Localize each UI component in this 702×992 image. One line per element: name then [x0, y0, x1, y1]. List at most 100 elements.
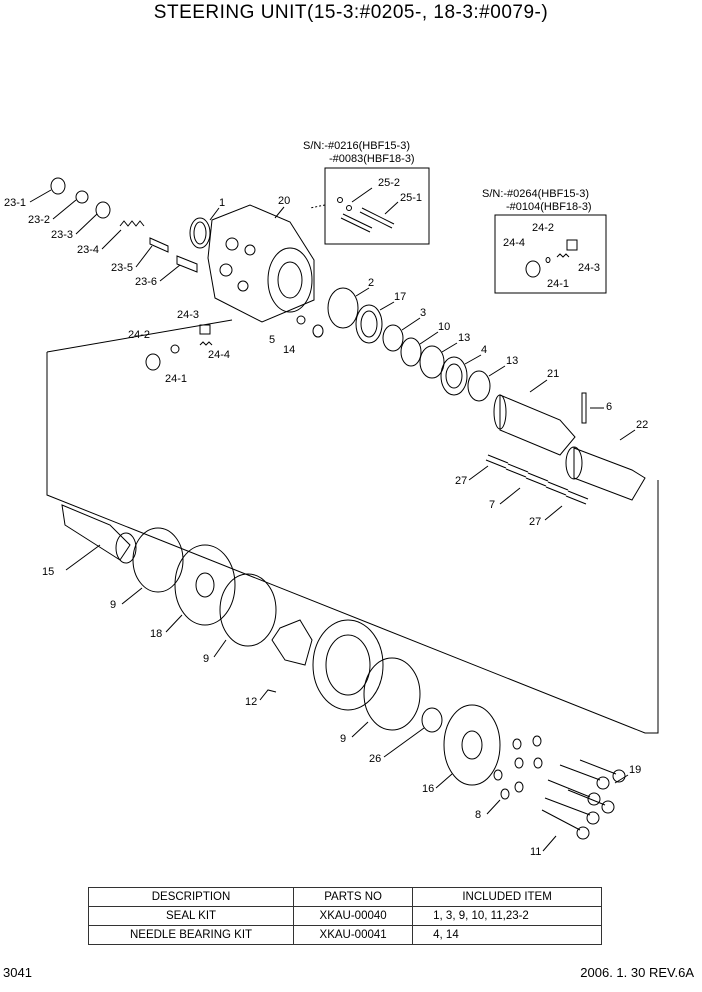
callout-17: 17 — [394, 291, 406, 303]
revision-date: 2006. 1. 30 REV.6A — [580, 965, 694, 980]
callout-16: 16 — [422, 783, 434, 795]
callout-13-a: 13 — [458, 332, 470, 344]
part-11-19-bolts — [541, 759, 617, 831]
part-15-drive-shaft — [61, 504, 131, 561]
callout-15: 15 — [42, 566, 54, 578]
callout-24-1-inset: 24-1 — [547, 278, 569, 290]
callout-9-a: 9 — [110, 599, 116, 611]
callout-24-2-inset: 24-2 — [532, 222, 554, 234]
part-24-2-ball — [170, 344, 180, 354]
check-valve-parts-24: 24-3 24-2 24-4 24-1 5 14 — [128, 309, 324, 385]
callout-27-a: 27 — [455, 475, 467, 487]
callout-23-6: 23-6 — [135, 276, 157, 288]
callout-14: 14 — [283, 344, 295, 356]
part-24-3-spring — [556, 253, 570, 258]
callout-25-2: 25-2 — [378, 177, 400, 189]
seal-bearing-row: 2 17 3 10 13 4 13 — [327, 277, 518, 402]
part-24-2-screw — [566, 239, 578, 251]
part-9-oring-b — [219, 573, 277, 647]
part-4-needle-bearing — [440, 356, 468, 396]
part-21-spool — [499, 394, 576, 456]
callout-24-4-inset: 24-4 — [503, 237, 525, 249]
callout-5: 5 — [269, 334, 275, 346]
kit-description: NEEDLE BEARING KIT — [87, 925, 295, 945]
header-included-item: INCLUDED ITEM — [412, 887, 602, 907]
page-number: 3041 — [3, 965, 32, 980]
callout-19: 19 — [629, 764, 641, 776]
part-26-spacer — [421, 707, 443, 733]
part-22-sleeve — [573, 447, 646, 501]
callout-6: 6 — [606, 401, 612, 413]
part-13-washer-a — [419, 345, 445, 379]
part-1-oring — [189, 217, 211, 249]
part-14-bearing — [312, 324, 324, 338]
callout-7: 7 — [489, 499, 495, 511]
part-20-housing — [207, 204, 315, 323]
part-24-4-spring — [199, 341, 213, 346]
part-24-1-plug — [525, 260, 541, 278]
serial-note-25-line2: -#0083(HBF18-3) — [329, 153, 415, 165]
callout-24-3: 24-3 — [177, 309, 199, 321]
part-9-oring-c — [363, 657, 421, 731]
part-27-7-spring-leaves — [485, 454, 589, 505]
callout-18: 18 — [150, 628, 162, 640]
callout-10: 10 — [438, 321, 450, 333]
callout-23-3: 23-3 — [51, 229, 73, 241]
callout-9-b: 9 — [203, 653, 209, 665]
callout-24-4: 24-4 — [208, 349, 230, 361]
callout-24-2: 24-2 — [128, 329, 150, 341]
part-12-rotor-star — [271, 619, 313, 666]
callout-27-b: 27 — [529, 516, 541, 528]
spool-sleeve-group: 21 6 22 27 7 27 — [455, 368, 648, 528]
valve-parts-23: 23-1 23-2 23-3 23-4 23-5 23-6 — [4, 177, 198, 288]
table-row: SEAL KIT XKAU-00040 1, 3, 9, 10, 11,23-2 — [87, 906, 602, 926]
housing-bore — [267, 247, 313, 313]
header-description: DESCRIPTION — [87, 887, 295, 907]
part-24-3-screw — [199, 324, 211, 335]
callout-24-1: 24-1 — [165, 373, 187, 385]
serial-note-25-line1: S/N:-#0216(HBF15-3) — [303, 140, 410, 152]
kit-table: DESCRIPTION PARTS NO INCLUDED ITEM SEAL … — [87, 887, 602, 945]
header-parts-no: PARTS NO — [293, 887, 414, 907]
part-8-washer — [500, 788, 510, 800]
part-23-1-plug — [50, 177, 66, 195]
part-23-2-oring — [75, 190, 89, 204]
callout-12: 12 — [245, 696, 257, 708]
part-2-ring — [327, 287, 359, 329]
serial-note-24-line1: S/N:-#0264(HBF15-3) — [482, 188, 589, 200]
part-25-1-pin-a — [340, 213, 373, 233]
fastener-group: 19 8 11 — [475, 735, 641, 858]
part-9-oring-a — [132, 527, 184, 593]
callout-23-4: 23-4 — [77, 244, 99, 256]
kit-table-header: DESCRIPTION PARTS NO INCLUDED ITEM — [87, 887, 602, 907]
part-25-2-ball — [337, 197, 343, 203]
part-6-pin — [581, 392, 587, 424]
callout-23-1: 23-1 — [4, 197, 26, 209]
housing-assembly: 1 20 — [189, 195, 315, 323]
callout-23-5: 23-5 — [111, 262, 133, 274]
kit-parts-no: XKAU-00041 — [293, 925, 414, 945]
callout-4: 4 — [481, 344, 487, 356]
table-row: NEEDLE BEARING KIT XKAU-00041 4, 14 — [87, 925, 602, 945]
callout-24-3-inset: 24-3 — [578, 262, 600, 274]
part-18-plate — [174, 544, 236, 626]
projection-frame — [46, 352, 659, 734]
callout-23-2: 23-2 — [28, 214, 50, 226]
callout-26: 26 — [369, 753, 381, 765]
callout-9-c: 9 — [340, 733, 346, 745]
part-17-seal — [355, 304, 383, 344]
part-25-1-pin-b — [359, 207, 395, 229]
kit-included-items: 4, 14 — [412, 925, 602, 945]
part-23-4-spring — [119, 220, 145, 227]
part-23-5-ball-seat — [149, 237, 169, 253]
part-3-oring — [382, 324, 404, 352]
callout-21: 21 — [547, 368, 559, 380]
part-23-6-valve — [176, 255, 198, 273]
part-5-ball — [296, 315, 306, 325]
part-10-ring — [400, 337, 422, 367]
part-24-4-ball — [545, 257, 551, 263]
callout-20: 20 — [278, 195, 290, 207]
callout-3: 3 — [420, 307, 426, 319]
callout-1: 1 — [219, 197, 225, 209]
